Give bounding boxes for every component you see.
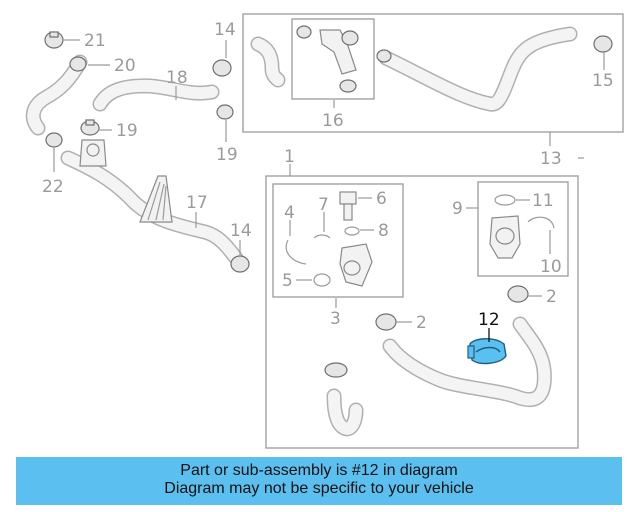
- elbow-hose: [326, 388, 364, 437]
- info-banner: Part or sub-assembly is #12 in diagram D…: [16, 457, 622, 505]
- clamp-19-left: [80, 119, 100, 136]
- label-19-left: 19: [116, 121, 138, 141]
- upper-assembly-box: [242, 13, 624, 133]
- hose-small-upper: [250, 36, 286, 88]
- clamp-14-lower: [230, 255, 250, 273]
- hose-13: [378, 26, 578, 112]
- label-3: 3: [330, 309, 341, 329]
- label-12: 12: [478, 310, 500, 330]
- label-7: 7: [318, 195, 329, 215]
- label-19-right: 19: [216, 145, 238, 165]
- clip-7: [313, 234, 331, 239]
- label-18: 18: [166, 68, 188, 88]
- main-hose: [382, 316, 552, 407]
- clamp-2-upper: [507, 285, 529, 303]
- bracket-17: [139, 175, 173, 223]
- label-13: 13: [540, 149, 562, 169]
- cap-clamp: [324, 362, 348, 378]
- label-16: 16: [322, 111, 344, 131]
- thermostat-9: [489, 215, 521, 259]
- label-2-upper: 2: [546, 287, 557, 307]
- oring-8: [344, 226, 360, 236]
- label-11: 11: [532, 191, 554, 211]
- pipe-22: [79, 139, 107, 167]
- info-banner-line-1: Part or sub-assembly is #12 in diagram: [180, 462, 458, 479]
- seal-4: [285, 239, 307, 265]
- label-8: 8: [378, 221, 389, 241]
- hose-20: [25, 54, 88, 136]
- clamp-13: [376, 49, 392, 63]
- label-20: 20: [114, 56, 136, 76]
- clamp-21: [44, 31, 64, 49]
- label-6: 6: [376, 189, 387, 209]
- info-banner-line-2: Diagram may not be specific to your vehi…: [164, 480, 474, 497]
- subassembly-9-box: [477, 181, 569, 277]
- label-9: 9: [452, 199, 463, 219]
- clip-12-highlighted: [467, 338, 507, 365]
- leader-lines: [53, 39, 605, 323]
- hose-18: [92, 78, 220, 112]
- clamp-19-right: [216, 104, 234, 120]
- clamp-14-upper: [212, 59, 232, 77]
- sensor-6: [339, 191, 357, 221]
- main-assembly-box: [265, 175, 579, 449]
- part-16-assembly: [296, 25, 359, 93]
- subassembly-16-box: [291, 18, 375, 100]
- clamp-20: [69, 56, 87, 72]
- clamp-15: [593, 35, 613, 53]
- label-15: 15: [592, 71, 614, 91]
- label-17: 17: [186, 193, 208, 213]
- oring-11: [494, 194, 516, 206]
- subassembly-3-box: [272, 183, 404, 298]
- clip-10: [527, 216, 555, 229]
- flange-3: [339, 243, 373, 287]
- label-10: 10: [540, 257, 562, 277]
- label-22: 22: [42, 177, 64, 197]
- label-14-lower: 14: [230, 221, 252, 241]
- label-14-upper: 14: [214, 20, 236, 40]
- label-1: 1: [284, 147, 295, 167]
- label-4: 4: [284, 203, 295, 223]
- label-2-lower: 2: [416, 313, 427, 333]
- parts-diagram: 21 20 18 19 22 17 14 19 14 15 16 13 1 4 …: [25, 13, 624, 449]
- clamp-2-lower: [375, 313, 397, 331]
- oring-5: [313, 273, 331, 287]
- label-21: 21: [84, 31, 106, 51]
- clamp-22: [45, 132, 63, 148]
- label-5: 5: [282, 271, 293, 291]
